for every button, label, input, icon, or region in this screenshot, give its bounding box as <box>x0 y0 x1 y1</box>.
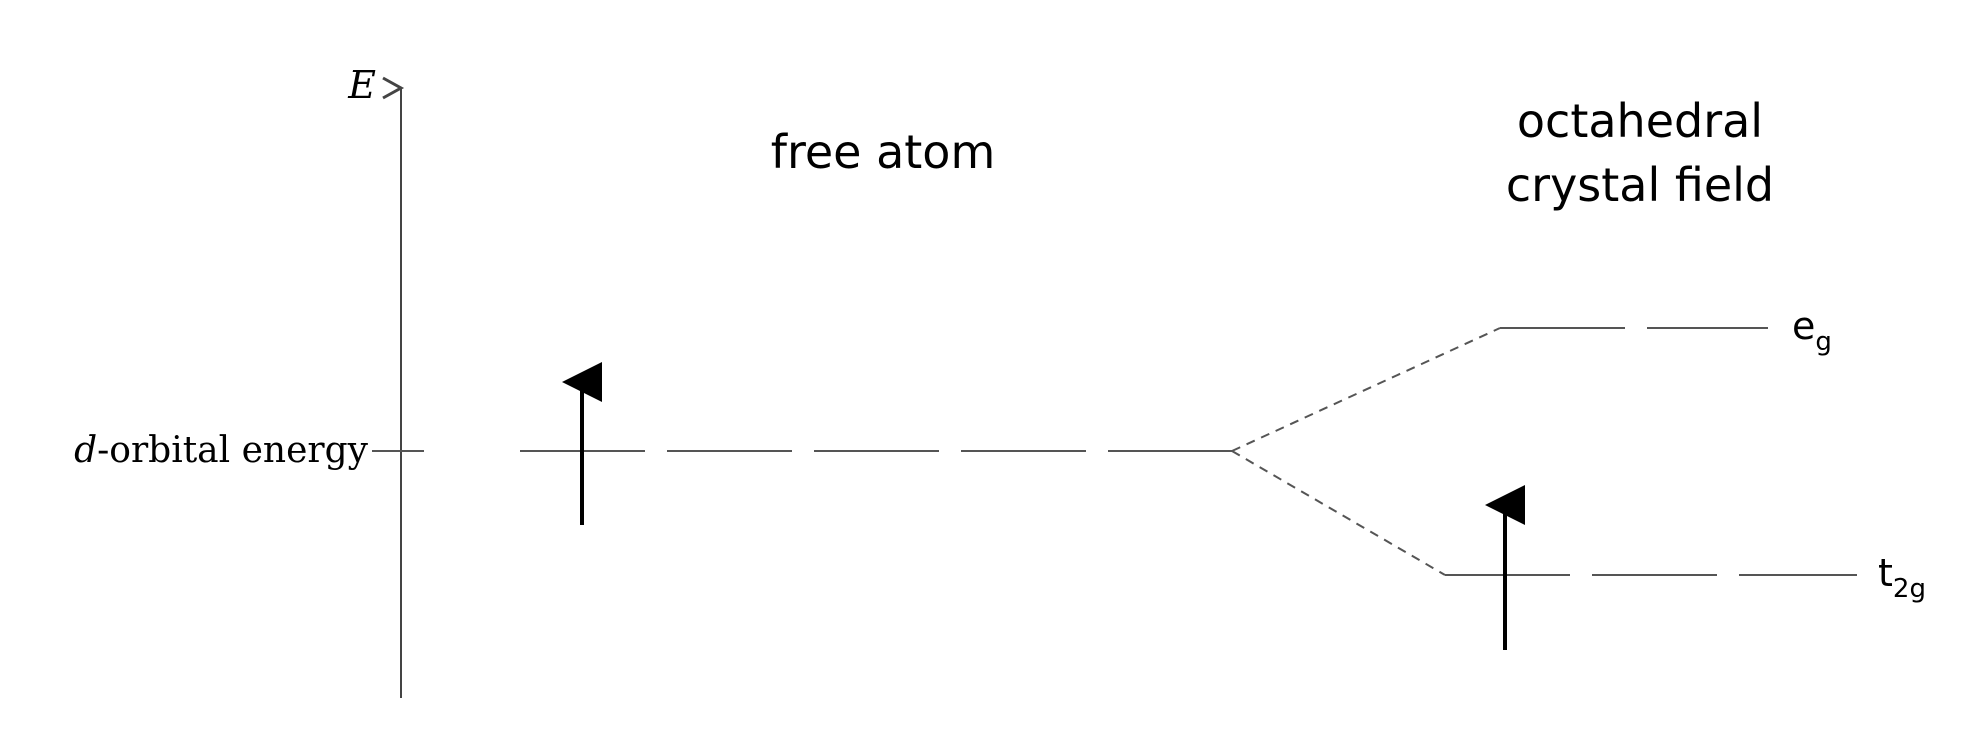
t2g-label-sub: 2g <box>1893 574 1926 604</box>
splitting-line-down <box>1231 450 1446 576</box>
energy-axis: E d-orbital energy <box>74 63 424 698</box>
octahedral-label-line2: crystal field <box>1506 158 1774 212</box>
t2g-label: t2g <box>1878 551 1926 604</box>
eg-label-main: e <box>1792 304 1815 348</box>
axis-tick-label-rest: -orbital energy <box>97 430 369 471</box>
eg-label-sub: g <box>1815 327 1832 357</box>
axis-tick-label-d: d <box>74 430 97 471</box>
eg-label: eg <box>1792 304 1832 357</box>
octahedral-label-line1: octahedral <box>1517 94 1763 148</box>
splitting-line-up <box>1231 327 1501 452</box>
axis-label-e: E <box>347 63 376 107</box>
free-atom-label: free atom <box>771 125 996 179</box>
t2g-label-main: t <box>1878 551 1893 595</box>
axis-tick-label: d-orbital energy <box>74 430 369 471</box>
